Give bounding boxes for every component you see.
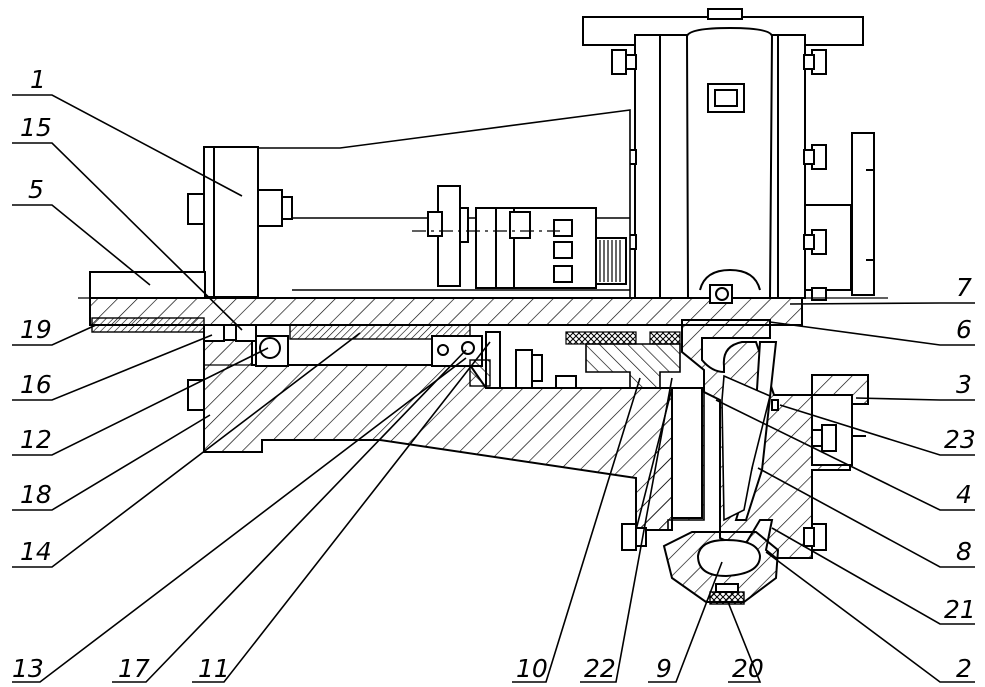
- callout-4: 4: [956, 480, 972, 509]
- callout-13: 13: [12, 654, 44, 683]
- callout-2: 2: [956, 654, 972, 683]
- callout-15: 15: [20, 113, 52, 142]
- callout-20: 20: [732, 654, 764, 683]
- motor-housing: [582, 8, 875, 299]
- callout-22: 22: [584, 654, 616, 683]
- callout-14: 14: [20, 537, 52, 566]
- callout-5: 5: [28, 175, 44, 204]
- seal-pack: [555, 331, 681, 389]
- callout-17: 17: [118, 654, 150, 683]
- callout-6: 6: [956, 315, 972, 344]
- leader-lines: [12, 94, 975, 683]
- callout-11: 11: [198, 654, 230, 683]
- pump-casing: [634, 319, 869, 559]
- callout-7: 7: [956, 273, 972, 302]
- suction-nozzle: [621, 523, 827, 605]
- callout-8: 8: [956, 537, 972, 566]
- callout-23: 23: [944, 425, 976, 454]
- top-bolt: [709, 284, 733, 304]
- callout-1: 1: [30, 65, 46, 94]
- callout-12: 12: [20, 425, 52, 454]
- callout-10: 10: [516, 654, 548, 683]
- callout-3: 3: [956, 370, 972, 399]
- callout-19: 19: [20, 315, 52, 344]
- coupling: [412, 185, 627, 289]
- base-plate: [89, 297, 803, 326]
- callout-18: 18: [20, 480, 52, 509]
- callout-16: 16: [20, 370, 52, 399]
- callout-labels: 1 15 5 19 16 12 18 14 13 17 11 10 22 9 2…: [12, 65, 976, 683]
- bearing-housing: [91, 317, 673, 531]
- callout-9: 9: [656, 654, 672, 683]
- callout-21: 21: [944, 595, 976, 624]
